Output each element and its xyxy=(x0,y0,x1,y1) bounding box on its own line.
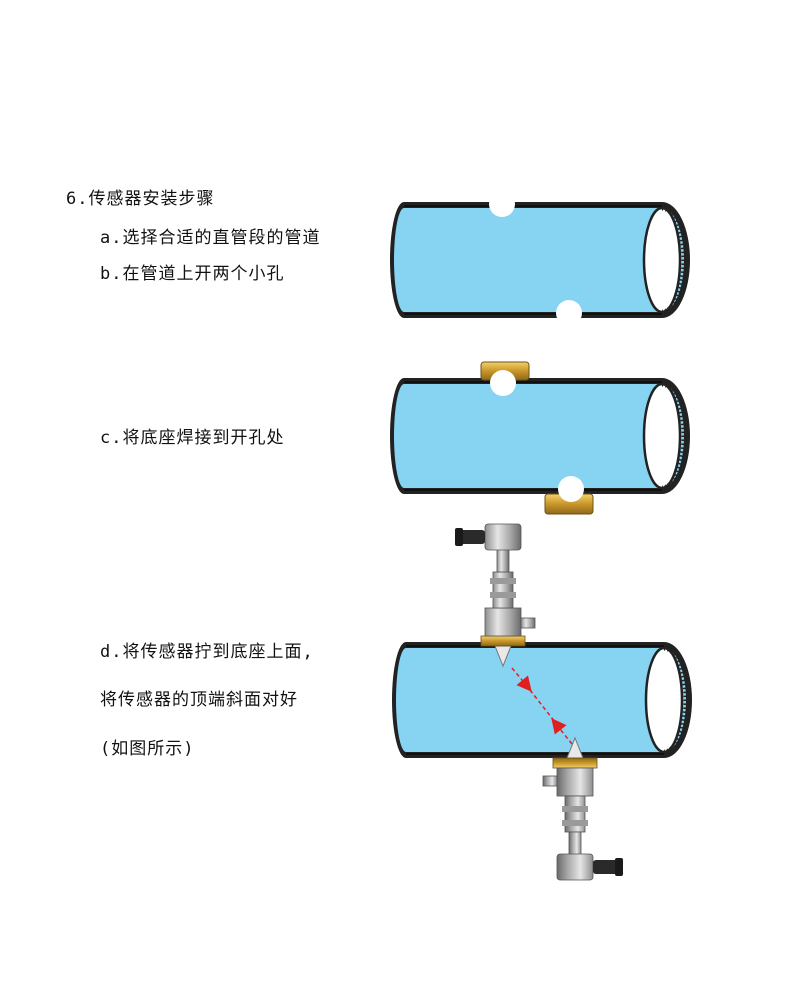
step-d-text-line1: d.将传感器拧到底座上面, xyxy=(100,642,314,662)
sensor-bottom-icon xyxy=(542,737,624,881)
pipe-icon xyxy=(390,378,690,494)
hole-top xyxy=(489,191,515,217)
pipe-figure-holes xyxy=(390,191,690,326)
pipe-icon xyxy=(392,642,692,758)
pipe-figure-mounts xyxy=(390,361,690,515)
step-d-text-line3: (如图所示) xyxy=(100,739,195,759)
step-d-text-line2: 将传感器的顶端斜面对好 xyxy=(100,690,298,710)
signal-arrow-up xyxy=(551,718,573,745)
step-c-text: c.将底座焊接到开孔处 xyxy=(100,428,285,448)
step-a-text: a.选择合适的直管段的管道 xyxy=(100,228,321,248)
signal-arrow-down xyxy=(511,667,532,692)
pipe-figure-sensors xyxy=(392,523,692,881)
step-b-text: b.在管道上开两个小孔 xyxy=(100,264,285,284)
hole-bottom xyxy=(558,476,584,502)
hole-top xyxy=(490,370,516,396)
pipe-icon xyxy=(390,202,690,318)
section-title: 6.传感器安装步骤 xyxy=(66,189,215,209)
hole-bottom xyxy=(556,300,582,326)
